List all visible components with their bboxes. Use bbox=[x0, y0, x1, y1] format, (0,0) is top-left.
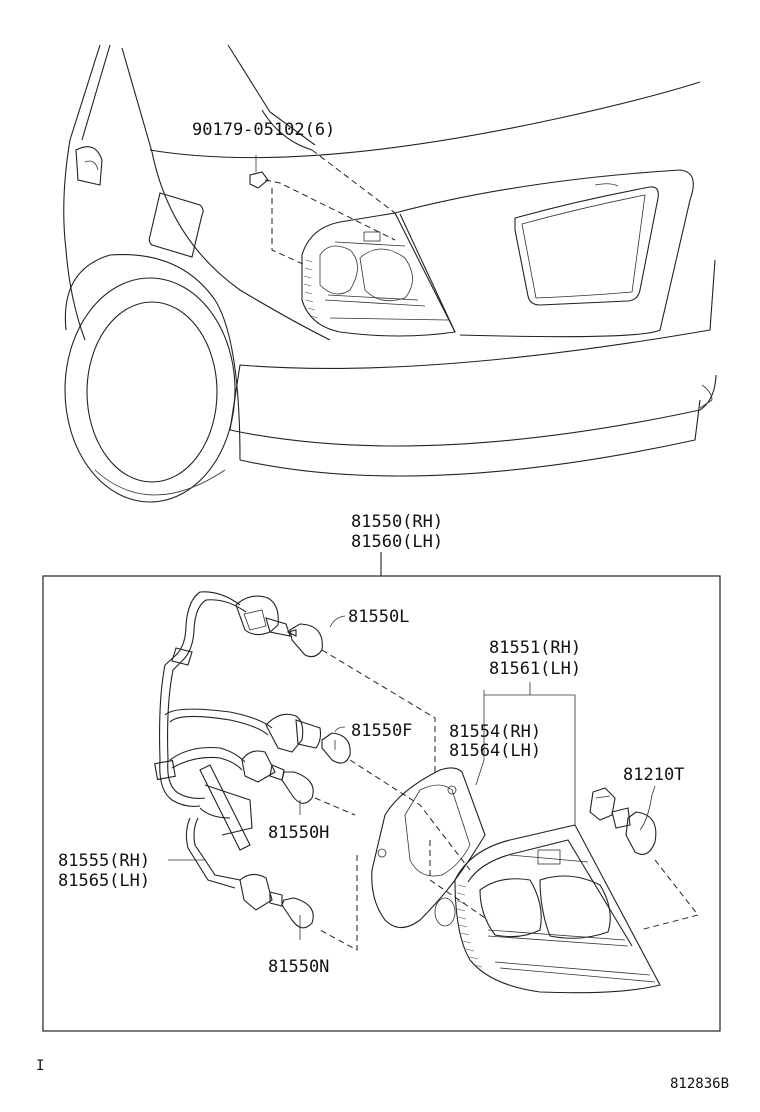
gasket-rh-part-number: 81554(RH) bbox=[449, 722, 541, 742]
lens-rh-part-number: 81551(RH) bbox=[489, 638, 581, 658]
corner-mark: I bbox=[36, 1058, 44, 1074]
assembly-rh-part-number: 81550(RH) bbox=[351, 512, 443, 532]
assembly-lh-part-number: 81560(LH) bbox=[351, 532, 443, 552]
bulb-f-part-number: 81550F bbox=[351, 721, 412, 741]
harness-lh-part-number: 81565(LH) bbox=[58, 871, 150, 891]
exploded-assembly bbox=[154, 591, 699, 994]
bulb-n-part-number: 81550N bbox=[268, 957, 329, 977]
figure-id: 812836B bbox=[670, 1076, 729, 1092]
bulb-l-part-number: 81550L bbox=[348, 607, 409, 627]
clip-part-number: 90179-05102(6) bbox=[192, 120, 335, 140]
car-body-illustration bbox=[63, 44, 717, 503]
lens-lh-part-number: 81561(LH) bbox=[489, 659, 581, 679]
socket-part-number: 81210T bbox=[623, 765, 684, 785]
assembly-frame bbox=[42, 575, 721, 1032]
bulb-h-part-number: 81550H bbox=[268, 823, 329, 843]
harness-rh-part-number: 81555(RH) bbox=[58, 851, 150, 871]
gasket-lh-part-number: 81564(LH) bbox=[449, 741, 541, 761]
